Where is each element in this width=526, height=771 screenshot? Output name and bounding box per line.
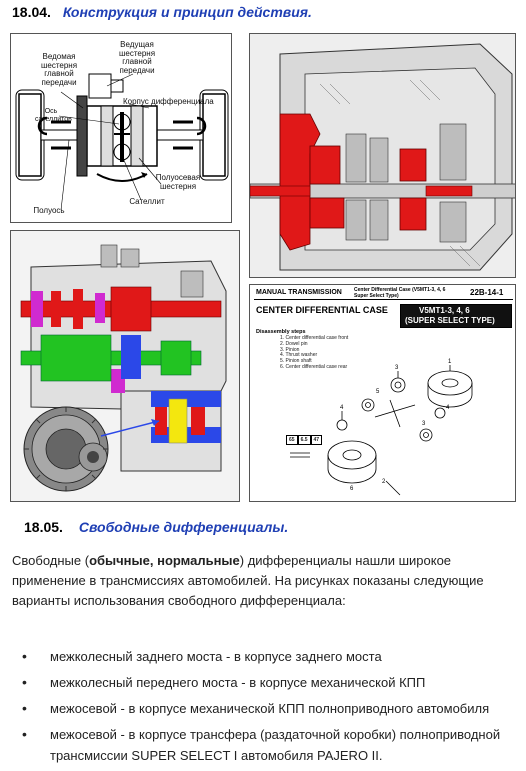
bullet-list: межколесный заднего моста - в корпусе за… [12, 646, 518, 771]
differential-diagram-drawing [15, 73, 229, 211]
section-title: Свободные дифференциалы. [78, 519, 289, 535]
part-number-3: 3 [395, 365, 399, 371]
part-number-3b: 3 [422, 421, 426, 427]
part-number-1: 1 [448, 359, 452, 365]
label-diff-case: Корпус дифференциала [123, 97, 214, 106]
section-number: 18.05. [24, 519, 63, 535]
manual-step: 1. Center differential case front [280, 335, 349, 341]
transmission-cross-section-drawing [250, 34, 515, 277]
label-driven-gear: Ведомая шестерня главной передачи [40, 52, 78, 87]
manual-step: 5. Pinion shaft [280, 358, 312, 365]
manual-step: 3. Pinion [280, 346, 300, 353]
colored-transmission-drawing [11, 231, 239, 501]
section-number: 18.04. [12, 4, 51, 20]
label-half-shaft: Полуось [33, 206, 65, 215]
manual-step: 6. Center differential case rear [280, 363, 348, 370]
colored-transmission-diagram [10, 230, 240, 502]
manual-steps-list: 1. Center differential case front 2. Dow… [280, 335, 349, 371]
part-number-5: 5 [376, 389, 380, 395]
manual-header-left: MANUAL TRANSMISSION [256, 289, 342, 296]
transmission-cross-section [249, 33, 516, 278]
list-item: межколесный заднего моста - в корпусе за… [12, 646, 518, 667]
manual-model-line1: V5MT1-3, 4, 6 [419, 306, 470, 315]
part-number-4: 4 [340, 405, 344, 411]
bold-phrase: обычные, нормальные [89, 553, 240, 568]
manual-header-mid: Center Differential Case (V5MT1-3, 4, 6 … [354, 287, 446, 299]
label-drive-gear: Ведущая шестерня главной передачи [118, 40, 156, 75]
section-title: Конструкция и принцип действия. [62, 4, 312, 20]
manual-steps-title: Disassembly steps [256, 329, 306, 335]
list-item: межосевой - в корпусе механической КПП п… [12, 698, 518, 719]
manual-model-line2: (SUPER SELECT TYPE) [405, 316, 495, 325]
service-manual-page: MANUAL TRANSMISSION Center Differential … [249, 284, 516, 502]
section-heading-18-05: 18.05. Свободные дифференциалы. [24, 519, 288, 535]
manual-step: 4. Thrust washer [280, 352, 318, 359]
section-heading-18-04: 18.04. Конструкция и принцип действия. [12, 4, 312, 20]
label-satellite: Сателлит [129, 197, 165, 206]
manual-step: 2. Dowel pin [280, 340, 308, 347]
label-side-gear: Полуосевая шестерня [155, 173, 201, 191]
differential-diagram: Ведомая шестерня главной передачи Ведуща… [10, 33, 232, 223]
manual-model-box: V5MT1-3, 4, 6 (SUPER SELECT TYPE) [400, 304, 512, 328]
list-item: межколесный переднего моста - в корпусе … [12, 672, 518, 693]
label-satellite-axle: Ось сателлитов [35, 108, 72, 123]
part-number-2: 2 [382, 479, 386, 485]
list-item: межосевой - в корпусе трансфера (раздато… [12, 724, 518, 766]
intro-paragraph: Свободные (обычные, нормальные) дифферен… [12, 553, 484, 608]
part-number-6: 6 [350, 486, 354, 492]
manual-page-code: 22B-14-1 [470, 288, 504, 297]
exploded-view-drawing: 3 1 4 5 4 3 2 6 [290, 359, 473, 496]
manual-section-title: CENTER DIFFERENTIAL CASE [256, 305, 388, 315]
part-number-4b: 4 [446, 405, 450, 411]
manual-torque-box: 65 6.5 47 [286, 435, 323, 445]
